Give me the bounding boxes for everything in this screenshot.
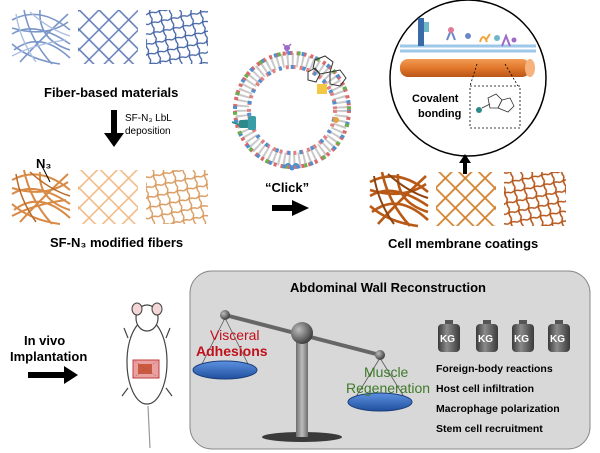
blue-random-fiber-tile bbox=[11, 9, 71, 65]
covalent-line2: bonding bbox=[418, 108, 462, 120]
down-arrow-icon bbox=[104, 110, 124, 147]
orange-mesh-tile bbox=[78, 170, 138, 224]
fiber-materials-title: Fiber-based materials bbox=[44, 85, 179, 100]
visceral-line2: Adhesions bbox=[196, 343, 268, 359]
kg-weight-icon bbox=[548, 320, 570, 352]
mouse-illustration bbox=[121, 302, 173, 449]
balance-scale-icon bbox=[192, 310, 413, 442]
kg-label: KG bbox=[478, 334, 493, 345]
in-vivo-line1: In vivo bbox=[24, 333, 66, 348]
click-label: “Click” bbox=[265, 180, 310, 195]
implant-arrow-icon bbox=[28, 366, 78, 384]
membrane-zoom-circle bbox=[389, 0, 547, 157]
coatings-title: Cell membrane coatings bbox=[388, 236, 539, 251]
coated-woven-tile bbox=[504, 172, 566, 226]
kg-label: KG bbox=[440, 334, 455, 345]
lbl-step-line2: deposition bbox=[125, 126, 171, 137]
coated-fiber-tiles bbox=[369, 171, 566, 228]
left-dish bbox=[192, 360, 258, 380]
weights-group bbox=[438, 320, 570, 352]
modified-fibers-title: SF-N₃ modified fibers bbox=[50, 235, 184, 250]
kg-label: KG bbox=[550, 334, 565, 345]
panel-title: Abdominal Wall Reconstruction bbox=[290, 280, 486, 295]
click-arrow-icon bbox=[272, 200, 309, 216]
blue-woven-tile bbox=[146, 10, 208, 64]
effect-item: Stem cell recruitment bbox=[436, 423, 543, 435]
orange-woven-tile bbox=[146, 170, 208, 224]
up-arrow-icon bbox=[459, 154, 471, 174]
dbco-molecule-icon bbox=[307, 55, 347, 94]
visceral-line1: Visceral bbox=[210, 327, 260, 343]
coated-random-fiber-tile bbox=[369, 171, 429, 228]
liposome-illustration bbox=[231, 43, 351, 171]
kg-weight-icon bbox=[438, 320, 460, 352]
muscle-line1: Muscle bbox=[364, 364, 409, 380]
effect-item: Foreign-body reactions bbox=[436, 363, 553, 375]
in-vivo-line2: Implantation bbox=[10, 349, 88, 364]
orange-fiber-tiles bbox=[11, 165, 208, 225]
muscle-line2: Regeneration bbox=[346, 380, 431, 396]
membrane-protein-icon bbox=[231, 43, 339, 171]
blue-fiber-tiles bbox=[11, 9, 208, 65]
blue-mesh-tile bbox=[78, 10, 138, 64]
kg-weight-icon bbox=[512, 320, 534, 352]
kg-label: KG bbox=[514, 334, 529, 345]
abdominal-panel bbox=[189, 270, 591, 450]
coated-mesh-tile bbox=[436, 172, 496, 226]
orange-random-fiber-tile bbox=[11, 165, 71, 225]
covalent-line1: Covalent bbox=[412, 93, 459, 105]
right-dish bbox=[347, 392, 413, 412]
n3-tag: N₃ bbox=[36, 156, 52, 171]
effect-item: Host cell infiltration bbox=[436, 383, 535, 395]
effect-item: Macrophage polarization bbox=[436, 403, 560, 415]
lbl-step-line1: SF-N₃ LbL bbox=[125, 113, 172, 124]
kg-weight-icon bbox=[476, 320, 498, 352]
